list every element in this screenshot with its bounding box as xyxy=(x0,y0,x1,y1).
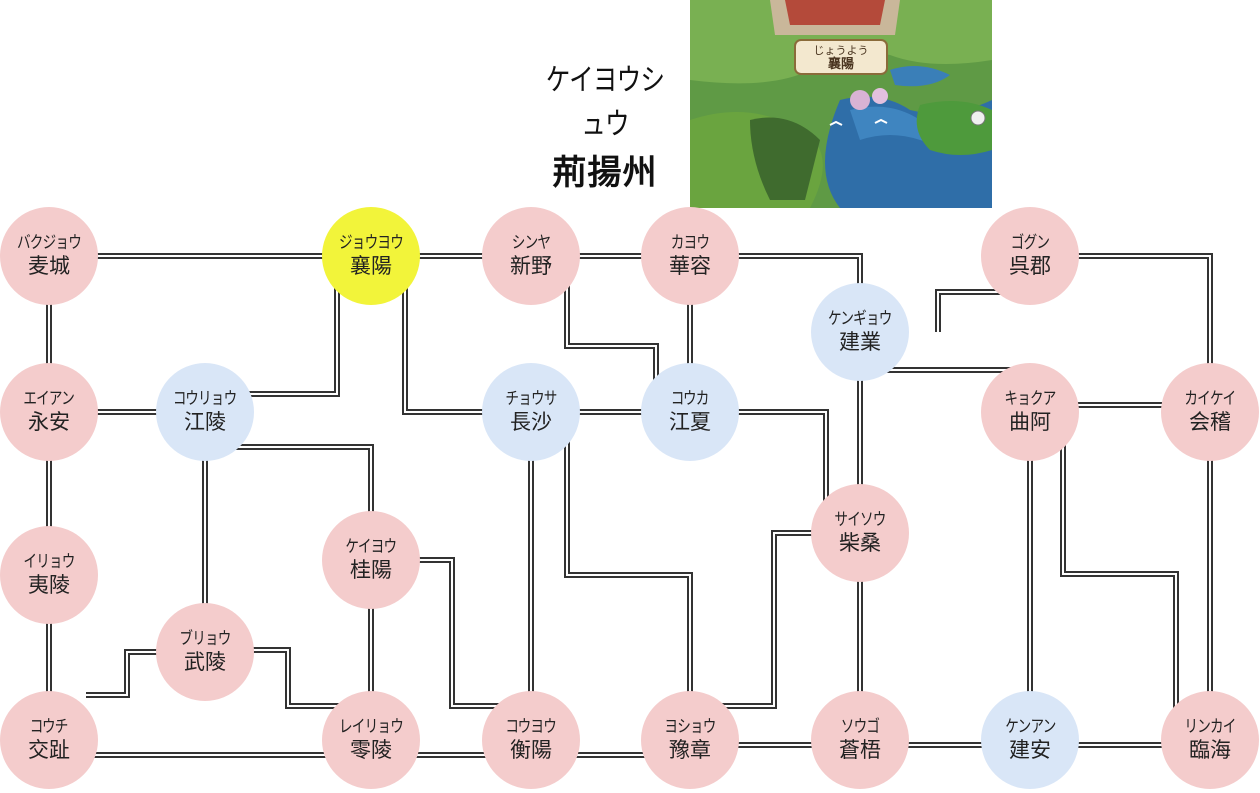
city-node-koryo: コウリョウ江陵 xyxy=(156,363,254,461)
region-title: ケイヨウシュウ 荊揚州 xyxy=(520,55,690,194)
city-node-gogun: ゴグン呉郡 xyxy=(981,207,1079,305)
city-kanji: 長沙 xyxy=(510,410,552,434)
city-kana: イリョウ xyxy=(23,552,75,572)
city-node-saiso: サイソウ柴桑 xyxy=(811,484,909,582)
city-kana: キョクア xyxy=(1004,389,1056,409)
city-node-buryo: ブリョウ武陵 xyxy=(156,603,254,701)
city-kanji: 麦城 xyxy=(28,254,70,278)
city-kanji: 呉郡 xyxy=(1009,254,1051,278)
city-kanji: 襄陽 xyxy=(350,254,392,278)
city-kana: ジョウヨウ xyxy=(339,233,404,253)
city-kanji: 桂陽 xyxy=(350,558,392,582)
road xyxy=(1060,412,1179,750)
region-title-kana: ケイヨウシュウ xyxy=(545,63,665,142)
city-node-iryo: イリョウ夷陵 xyxy=(0,526,98,624)
map-label-kana: じょうよう xyxy=(814,44,869,57)
city-kanji: 衡陽 xyxy=(510,738,552,762)
city-node-yosho: ヨショウ豫章 xyxy=(641,691,739,789)
city-kana: コウヨウ xyxy=(505,717,557,737)
city-kana: レイリョウ xyxy=(339,717,404,737)
city-kana: カイケイ xyxy=(1184,389,1237,409)
city-kana: チョウサ xyxy=(505,389,557,409)
city-node-kenan: ケンアン建安 xyxy=(981,691,1079,789)
city-kana: コウカ xyxy=(671,389,710,409)
city-kana: エイアン xyxy=(23,389,75,409)
city-kana: コウリョウ xyxy=(173,389,237,409)
city-kanji: 武陵 xyxy=(184,650,226,674)
city-node-keiyo: ケイヨウ桂陽 xyxy=(322,511,420,609)
city-kana: バクジョウ xyxy=(17,233,82,253)
city-node-koka: コウカ江夏 xyxy=(641,363,739,461)
city-kana: ブリョウ xyxy=(179,629,231,649)
city-kanji: 夷陵 xyxy=(28,573,70,597)
city-kana: カヨウ xyxy=(670,233,710,253)
city-kanji: 新野 xyxy=(510,254,552,278)
city-kanji: 曲阿 xyxy=(1009,410,1051,434)
city-kana: ケンアン xyxy=(1004,717,1056,737)
city-kanji: 建安 xyxy=(1009,738,1051,762)
city-node-reiryo: レイリョウ零陵 xyxy=(322,691,420,789)
city-node-koyo: コウヨウ衡陽 xyxy=(482,691,580,789)
city-kanji: 建業 xyxy=(839,330,881,354)
city-kanji: 華容 xyxy=(669,254,711,278)
region-map-image: じょうよう 襄陽 xyxy=(690,0,992,208)
city-node-kengyo: ケンギョウ建業 xyxy=(811,283,909,381)
city-kana: ケイヨウ xyxy=(345,537,398,557)
city-kanji: 豫章 xyxy=(669,738,711,762)
city-node-kochi: コウチ交趾 xyxy=(0,691,98,789)
city-kana: サイソウ xyxy=(834,510,886,530)
city-node-rinkai: リンカイ臨海 xyxy=(1161,691,1259,789)
city-kana: シンヤ xyxy=(511,233,551,253)
city-node-eian: エイアン永安 xyxy=(0,363,98,461)
city-kana: ゴグン xyxy=(1010,233,1050,253)
city-node-kayo: カヨウ華容 xyxy=(641,207,739,305)
city-kanji: 永安 xyxy=(28,410,70,434)
city-node-joyo: ジョウヨウ襄陽 xyxy=(322,207,420,305)
city-kanji: 江夏 xyxy=(669,410,711,434)
road xyxy=(564,256,659,412)
city-node-kyokua: キョクア曲阿 xyxy=(981,363,1079,461)
region-title-kanji: 荊揚州 xyxy=(552,153,658,193)
city-node-shinya: シンヤ新野 xyxy=(482,207,580,305)
city-node-bakujo: バクジョウ麦城 xyxy=(0,207,98,305)
city-kanji: 臨海 xyxy=(1189,738,1231,762)
city-node-sogo: ソウゴ蒼梧 xyxy=(811,691,909,789)
city-kanji: 会稽 xyxy=(1189,410,1231,434)
city-kanji: 交趾 xyxy=(28,738,70,762)
city-node-chosa: チョウサ長沙 xyxy=(482,363,580,461)
city-node-kaikei: カイケイ会稽 xyxy=(1161,363,1259,461)
city-kana: リンカイ xyxy=(1184,717,1236,737)
city-kana: コウチ xyxy=(30,717,69,737)
city-kanji: 柴桑 xyxy=(839,531,881,555)
city-kana: ケンギョウ xyxy=(828,309,892,329)
road xyxy=(1030,253,1213,750)
city-kanji: 蒼梧 xyxy=(839,738,881,762)
city-kanji: 江陵 xyxy=(184,410,226,434)
city-kanji: 零陵 xyxy=(350,738,392,762)
city-kana: ソウゴ xyxy=(840,717,880,737)
city-kana: ヨショウ xyxy=(664,717,716,737)
map-label-kanji: 襄陽 xyxy=(827,56,854,72)
